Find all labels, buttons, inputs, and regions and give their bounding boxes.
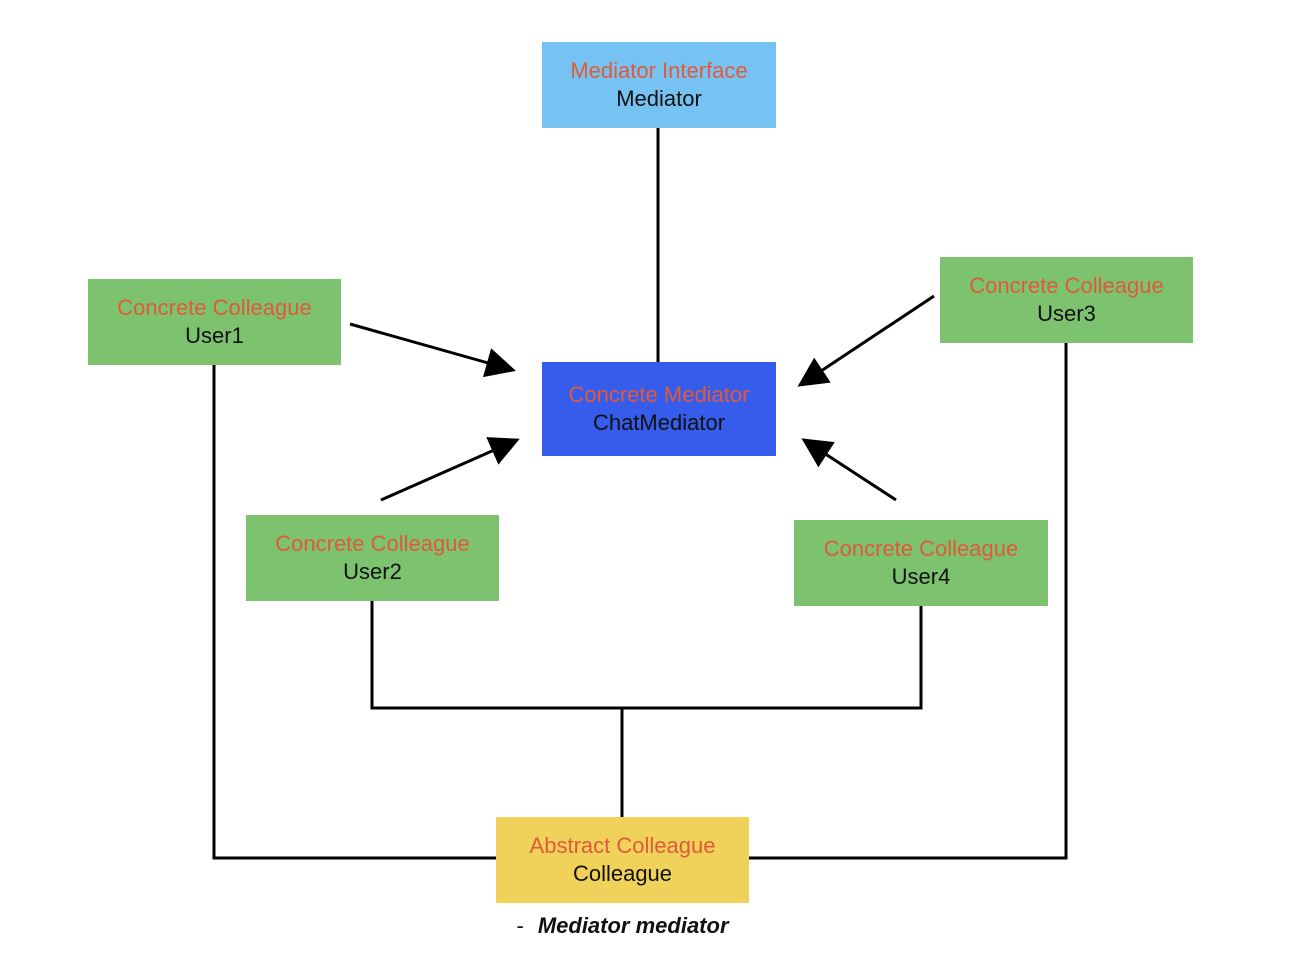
- arrow-user3-to-chat-mediator: [797, 294, 935, 387]
- user2-stereotype: Concrete Colleague: [275, 531, 470, 556]
- user1-stereotype: Concrete Colleague: [117, 295, 312, 320]
- user1-box: Concrete Colleague User1: [88, 279, 341, 365]
- user2-name: User2: [343, 559, 402, 584]
- abstract-colleague-box: Abstract Colleague Colleague: [496, 817, 749, 903]
- user4-name: User4: [891, 564, 951, 589]
- edge-user2-user4-bus: [370, 601, 923, 710]
- user3-stereotype: Concrete Colleague: [969, 273, 1164, 298]
- chat-mediator-name: ChatMediator: [592, 410, 726, 435]
- edge-user1-to-colleague: [212, 365, 496, 860]
- mediator-interface-name: Mediator: [616, 86, 702, 111]
- abstract-colleague-stereotype: Abstract Colleague: [529, 833, 716, 858]
- user4-box: Concrete Colleague User4: [794, 520, 1048, 606]
- mediator-interface-box: Mediator Interface Mediator: [542, 42, 776, 128]
- arrow-user4-to-chat-mediator: [801, 438, 897, 502]
- colleague-field: - Mediator mediator: [496, 908, 749, 944]
- edge-user3-to-colleague: [749, 343, 1068, 860]
- arrow-user1-to-chat-mediator: [349, 322, 516, 378]
- field-visibility-marker: -: [516, 913, 524, 938]
- mediator-interface-stereotype: Mediator Interface: [570, 58, 748, 83]
- field-declaration: Mediator mediator: [537, 913, 729, 938]
- arrow-user2-to-chat-mediator: [380, 437, 520, 502]
- user2-box: Concrete Colleague User2: [246, 515, 499, 601]
- user3-name: User3: [1037, 301, 1096, 326]
- abstract-colleague-name: Colleague: [572, 861, 673, 886]
- chat-mediator-box: Concrete Mediator ChatMediator: [542, 362, 776, 456]
- user1-name: User1: [185, 323, 244, 348]
- chat-mediator-stereotype: Concrete Mediator: [568, 382, 750, 407]
- user4-stereotype: Concrete Colleague: [823, 536, 1019, 561]
- user3-box: Concrete Colleague User3: [940, 257, 1193, 343]
